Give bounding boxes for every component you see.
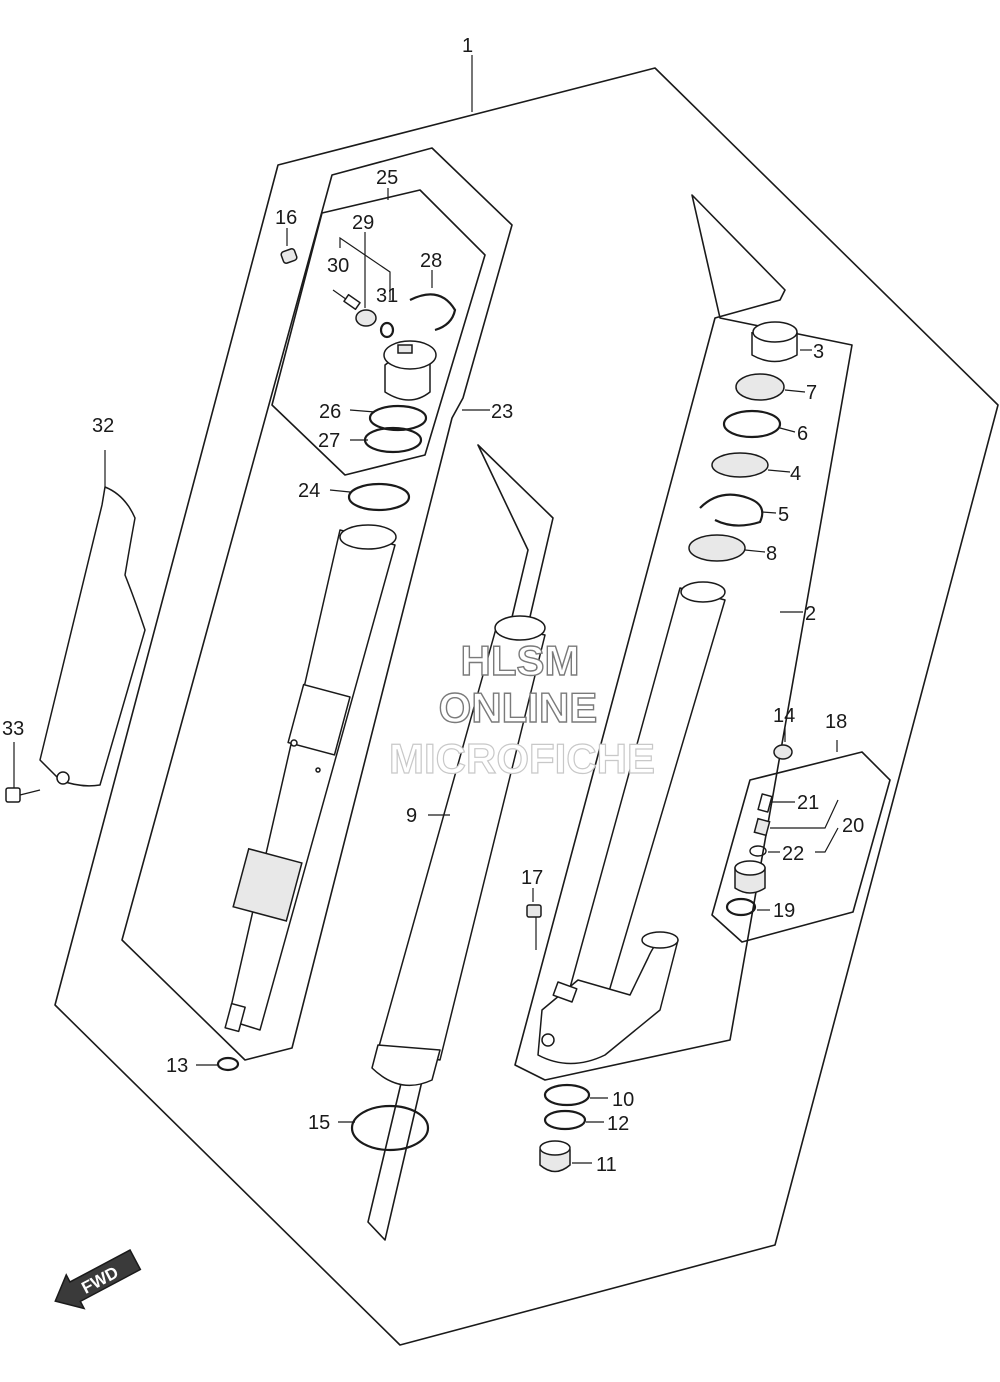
callout-17: 17 (521, 867, 543, 889)
outer-tube (537, 581, 726, 1065)
fwd-arrow-icon: FWD (54, 1249, 142, 1310)
assembly-outline-23 (121, 147, 513, 1061)
callout-18: 18 (825, 711, 847, 733)
bottom-bolt-11 (539, 1140, 571, 1173)
o-ring-10 (543, 1083, 591, 1107)
bolt-33 (5, 787, 41, 803)
fitting-29 (355, 309, 377, 327)
assembly-outline-18 (711, 751, 891, 943)
o-ring-27 (363, 426, 423, 454)
callout-4: 4 (790, 463, 801, 485)
washer-6 (722, 409, 782, 439)
callout-28: 28 (420, 250, 442, 272)
snap-ring-28 (409, 293, 457, 332)
guard-bolt-hole (56, 771, 70, 785)
cap-bolt-19-body (734, 860, 766, 894)
callout-15: 15 (308, 1112, 330, 1134)
valve-21 (757, 793, 773, 813)
callout-5: 5 (778, 504, 789, 526)
callout-6: 6 (797, 423, 808, 445)
callout-33: 33 (2, 718, 24, 740)
callout-2: 2 (805, 603, 816, 625)
callout-30: 30 (327, 255, 349, 277)
callout-21: 21 (797, 792, 819, 814)
oil-seal-4 (711, 452, 769, 478)
assembly-outline-1 (54, 67, 999, 1346)
callout-8: 8 (766, 543, 777, 565)
o-ring-26 (368, 404, 428, 432)
callout-9: 9 (406, 805, 417, 827)
callout-16: 16 (275, 207, 297, 229)
bolt-17 (526, 904, 542, 950)
callout-13: 13 (166, 1055, 188, 1077)
stopper-ring-5 (699, 493, 764, 527)
callout-12: 12 (607, 1113, 629, 1135)
o-ring-22 (749, 845, 767, 857)
watermark-line-2: ONLINE (439, 684, 598, 731)
o-ring-12 (543, 1109, 587, 1131)
watermark-line-3: MICROFICHE (389, 735, 655, 782)
callout-27: 27 (318, 430, 340, 452)
inner-tube (371, 615, 546, 1087)
callout-19: 19 (773, 900, 795, 922)
callout-1: 1 (462, 35, 473, 57)
callout-11: 11 (596, 1154, 617, 1176)
fork-cap-bolt (383, 340, 437, 401)
callout-10: 10 (612, 1089, 634, 1111)
assembly-outline-25 (271, 189, 486, 476)
callout-14: 14 (773, 705, 795, 727)
callout-20: 20 (842, 815, 864, 837)
fork-guard (39, 486, 146, 787)
callout-29: 29 (352, 212, 374, 234)
callout-22: 22 (782, 843, 804, 865)
dust-seal-8 (688, 534, 746, 562)
callout-32: 32 (92, 415, 114, 437)
bushing-3 (751, 321, 798, 363)
bushing-7 (735, 373, 785, 401)
valve-30 (332, 289, 361, 311)
o-ring-31 (379, 321, 395, 339)
assembly-outline-9 (367, 444, 554, 1241)
small-nut-16 (280, 248, 298, 264)
callout-7: 7 (806, 382, 817, 404)
damper-cartridge (224, 524, 397, 1033)
leader-lines (13, 55, 839, 1164)
callout-23: 23 (491, 401, 513, 423)
nut-14 (773, 744, 793, 760)
o-ring-15 (350, 1104, 430, 1152)
o-ring-13 (216, 1056, 240, 1072)
o-ring-24 (347, 482, 411, 512)
callout-24: 24 (298, 480, 320, 502)
callout-3: 3 (813, 341, 824, 363)
o-ring-19 (725, 897, 757, 917)
watermark-line-1: HLSM (461, 637, 580, 684)
callout-25: 25 (376, 167, 398, 189)
callout-26: 26 (319, 401, 341, 423)
fitting-20 (753, 817, 771, 837)
callout-31: 31 (376, 285, 398, 307)
